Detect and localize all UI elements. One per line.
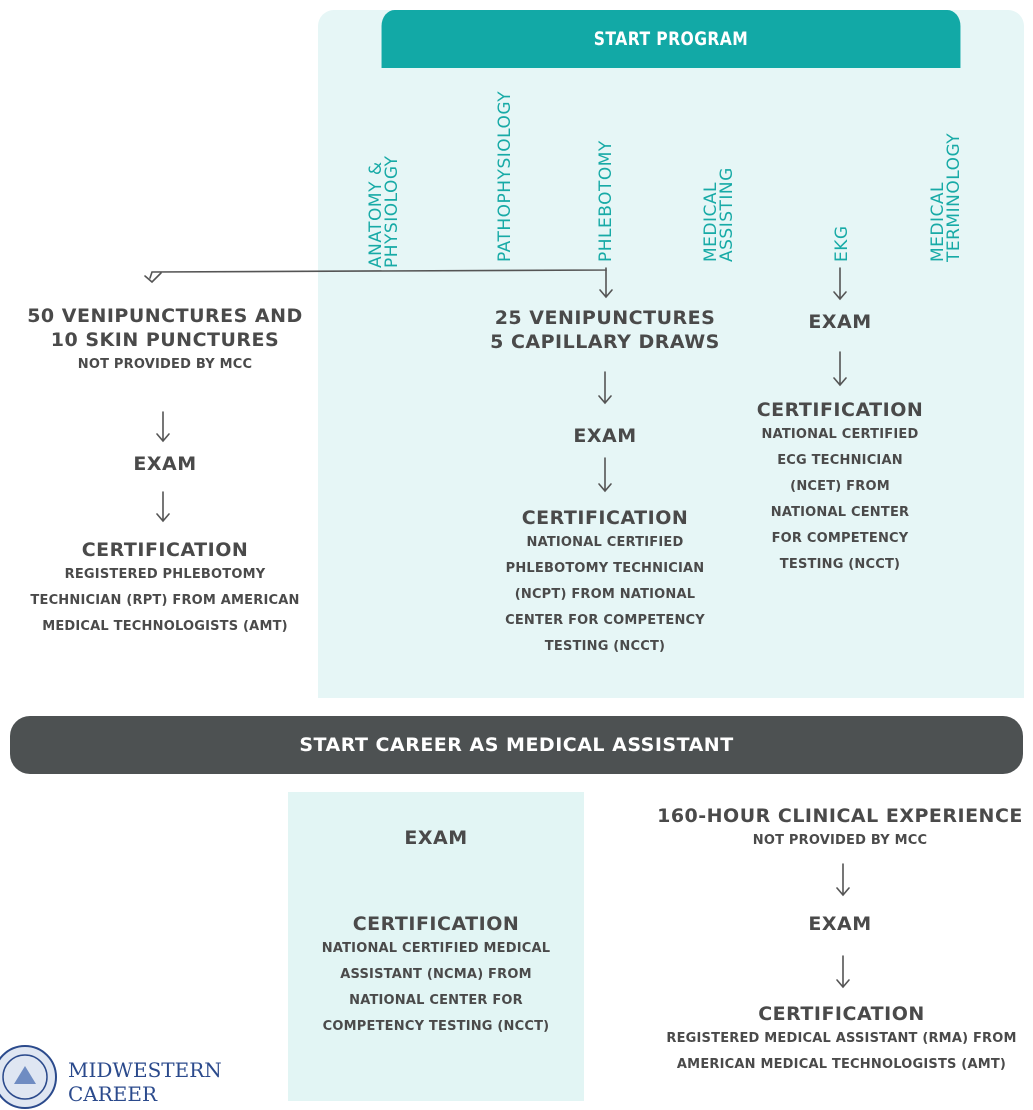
middle-arrow-1	[598, 371, 612, 405]
ekg-arrow-2	[833, 351, 847, 387]
rma-exam: EXAM	[808, 913, 872, 935]
middle-certification: CERTIFICATION NATIONAL CERTIFIED PHLEBOT…	[505, 507, 705, 654]
rma-arrow-1	[836, 863, 850, 897]
phlebotomy-connector-line	[149, 267, 607, 279]
ma-certification: CERTIFICATION NATIONAL CERTIFIED MEDICAL…	[321, 913, 551, 1034]
rma-certification: CERTIFICATION REGISTERED MEDICAL ASSISTA…	[666, 1003, 1017, 1072]
middle-requirements: 25 VENIPUNCTURES 5 CAPILLARY DRAWS	[490, 307, 720, 353]
midwestern-career-logo: MIDWESTERN CAREER	[0, 1044, 260, 1109]
ekg-arrow	[833, 267, 847, 301]
left-certification: CERTIFICATION REGISTERED PHLEBOTOMY TECH…	[30, 539, 300, 634]
ma-exam: EXAM	[404, 827, 468, 849]
ekg-exam: EXAM	[808, 311, 872, 333]
ma-exam-panel	[288, 792, 584, 1101]
left-exam: EXAM	[133, 453, 197, 475]
start-program-header: START PROGRAM	[381, 10, 961, 68]
logo-line-2: CAREER	[68, 1082, 158, 1106]
phlebotomy-arrow	[599, 269, 613, 299]
ekg-certification: CERTIFICATION NATIONAL CERTIFIED ECG TEC…	[756, 399, 924, 572]
left-requirements: 50 VENIPUNCTURES AND 10 SKIN PUNCTURES N…	[27, 305, 303, 372]
left-arrow-1	[156, 411, 170, 443]
middle-exam: EXAM	[573, 425, 637, 447]
rma-requirements: 160-HOUR CLINICAL EXPERIENCE NOT PROVIDE…	[657, 805, 1023, 848]
logo-line-1: MIDWESTERN	[68, 1058, 222, 1082]
program-panel	[318, 10, 1024, 698]
college-seal-icon	[0, 1045, 57, 1109]
middle-arrow-2	[598, 457, 612, 493]
left-arrow-2	[156, 491, 170, 523]
rma-arrow-2	[836, 955, 850, 989]
start-career-bar: START CAREER AS MEDICAL ASSISTANT	[10, 716, 1023, 774]
left-branch-arrowhead	[144, 272, 162, 284]
